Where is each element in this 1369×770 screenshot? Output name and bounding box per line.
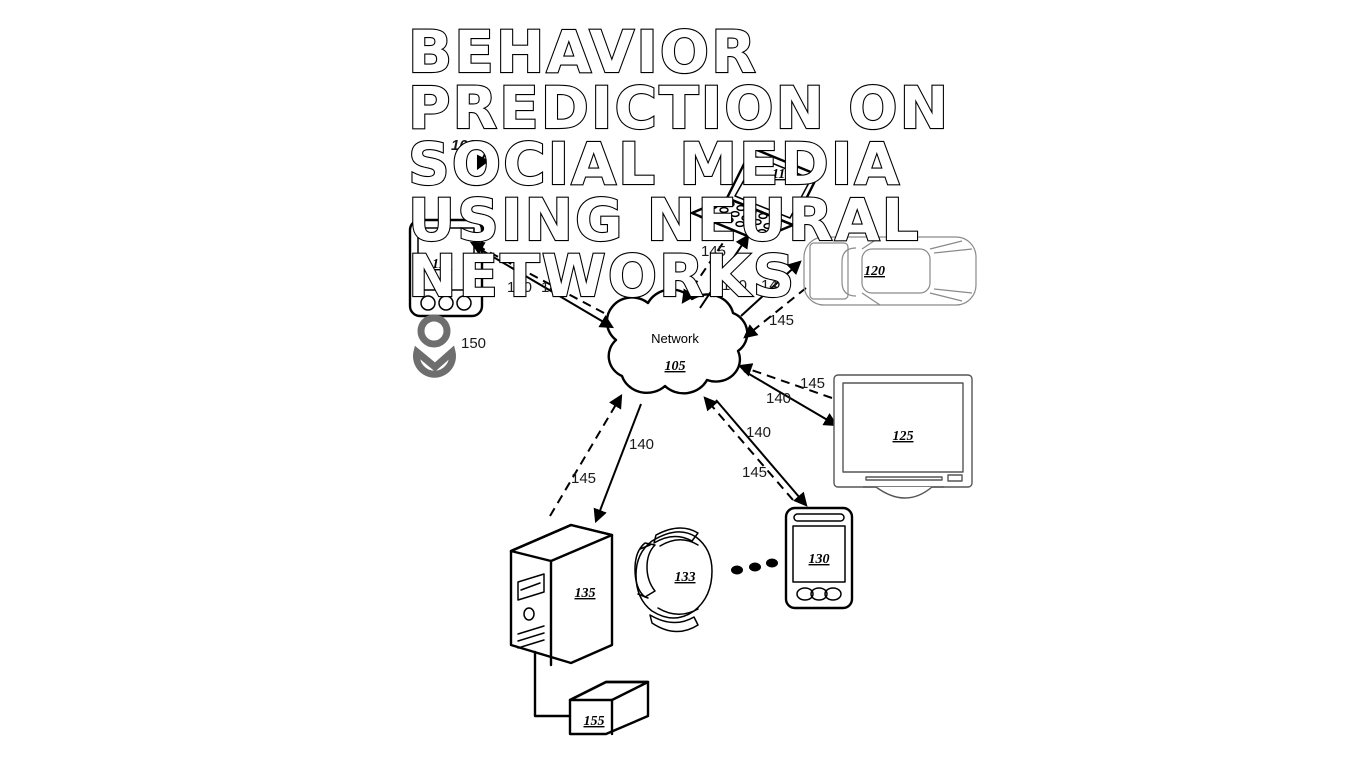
link-label-server-out: 140 bbox=[629, 436, 654, 453]
server-tower[interactable]: 135 bbox=[509, 523, 614, 667]
title-line-4: USING NEURAL bbox=[408, 186, 921, 254]
connection-links bbox=[469, 230, 839, 524]
link-network-to-car bbox=[740, 260, 802, 317]
car-ref: 120 bbox=[864, 264, 885, 279]
link-smartphone-to-network bbox=[703, 396, 794, 501]
link-network-to-laptop bbox=[699, 234, 750, 309]
data-store[interactable]: 155 bbox=[533, 650, 650, 736]
title-line-1: BEHAVIOR bbox=[408, 18, 758, 86]
monitor-ref: 125 bbox=[893, 429, 914, 444]
smartphone-ref: 130 bbox=[809, 552, 830, 567]
user-person-icon: 150 bbox=[413, 314, 486, 378]
link-label-laptop-in: 145 bbox=[701, 243, 726, 260]
link-reference-numbers: 140 145 145 140 140 145 145 140 140 145 … bbox=[507, 243, 825, 487]
figure-title: BEHAVIOR PREDICTION ON SOCIAL MEDIA USIN… bbox=[407, 17, 950, 311]
title-line-3: SOCIAL MEDIA bbox=[408, 130, 901, 198]
link-label-car-out: 140 bbox=[761, 277, 786, 294]
laptop-device[interactable]: 115 bbox=[690, 146, 820, 242]
link-label-monitor-out: 140 bbox=[766, 390, 791, 407]
link-label-car-in: 145 bbox=[769, 312, 794, 329]
smartwatch-device[interactable]: 133 bbox=[634, 527, 713, 633]
link-label-monitor-in: 145 bbox=[800, 375, 825, 392]
link-label-phone-out: 140 bbox=[746, 424, 771, 441]
tablet-ref: 110 bbox=[432, 257, 452, 272]
link-monitor-to-network bbox=[737, 363, 833, 399]
server-ref: 135 bbox=[575, 586, 596, 601]
link-server-to-network bbox=[549, 393, 623, 517]
title-line-2: PREDICTION ON bbox=[408, 74, 950, 142]
network-label: Network bbox=[651, 331, 699, 346]
database-ref: 155 bbox=[584, 714, 605, 729]
link-label-server-in: 145 bbox=[571, 470, 596, 487]
link-label-tablet-in: 145 bbox=[541, 279, 566, 296]
link-network-to-tablet bbox=[469, 241, 605, 314]
link-tablet-to-network bbox=[477, 247, 615, 329]
ellipsis-dots bbox=[731, 558, 778, 575]
link-network-to-smartphone bbox=[715, 399, 808, 507]
link-label-phone-in: 145 bbox=[742, 464, 767, 481]
network-ref: 105 bbox=[665, 359, 686, 374]
tablet-device[interactable]: 110 bbox=[408, 218, 484, 318]
laptop-ref: 115 bbox=[772, 167, 792, 182]
link-car-to-network bbox=[743, 287, 807, 339]
smartwatch-ref: 133 bbox=[675, 570, 696, 585]
figure-reference: 100 bbox=[451, 137, 490, 171]
link-label-tablet-out: 140 bbox=[507, 279, 532, 296]
link-label-laptop-out: 140 bbox=[722, 277, 747, 294]
user-ref: 150 bbox=[461, 335, 486, 352]
network-cloud[interactable]: Network 105 bbox=[605, 288, 749, 395]
vehicle[interactable]: 120 bbox=[803, 236, 977, 306]
figure-ref-number: 100 bbox=[451, 137, 477, 154]
desktop-monitor[interactable]: 125 bbox=[833, 374, 973, 499]
smartphone-device[interactable]: 130 bbox=[784, 506, 854, 610]
title-line-5: NETWORKS bbox=[408, 242, 796, 310]
figure-ref-leader bbox=[476, 144, 490, 171]
link-network-to-server bbox=[593, 403, 642, 524]
link-network-to-monitor bbox=[743, 370, 839, 427]
